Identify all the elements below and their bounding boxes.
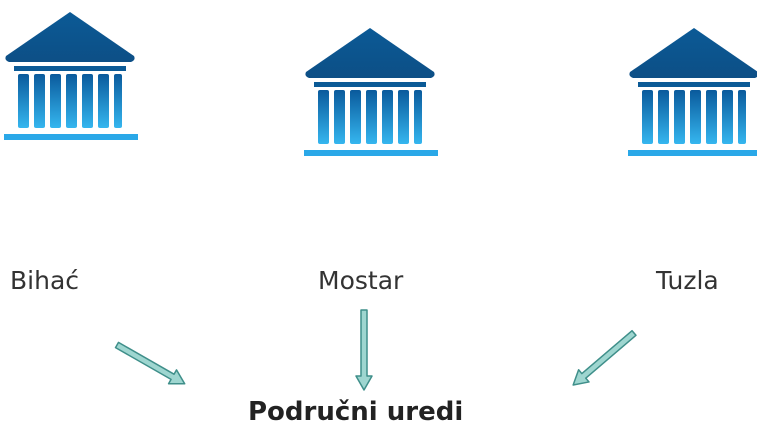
city-label-mostar: Mostar [318,266,404,295]
arrow-tuzla-icon [572,329,637,386]
city-label-tuzla: Tuzla [656,266,719,295]
arrow-mostar-icon [355,309,373,391]
city-label-bihac: Bihać [10,266,80,295]
regional-offices-label: Područni uredi [248,397,464,427]
arrow-bihac-icon [114,341,186,385]
